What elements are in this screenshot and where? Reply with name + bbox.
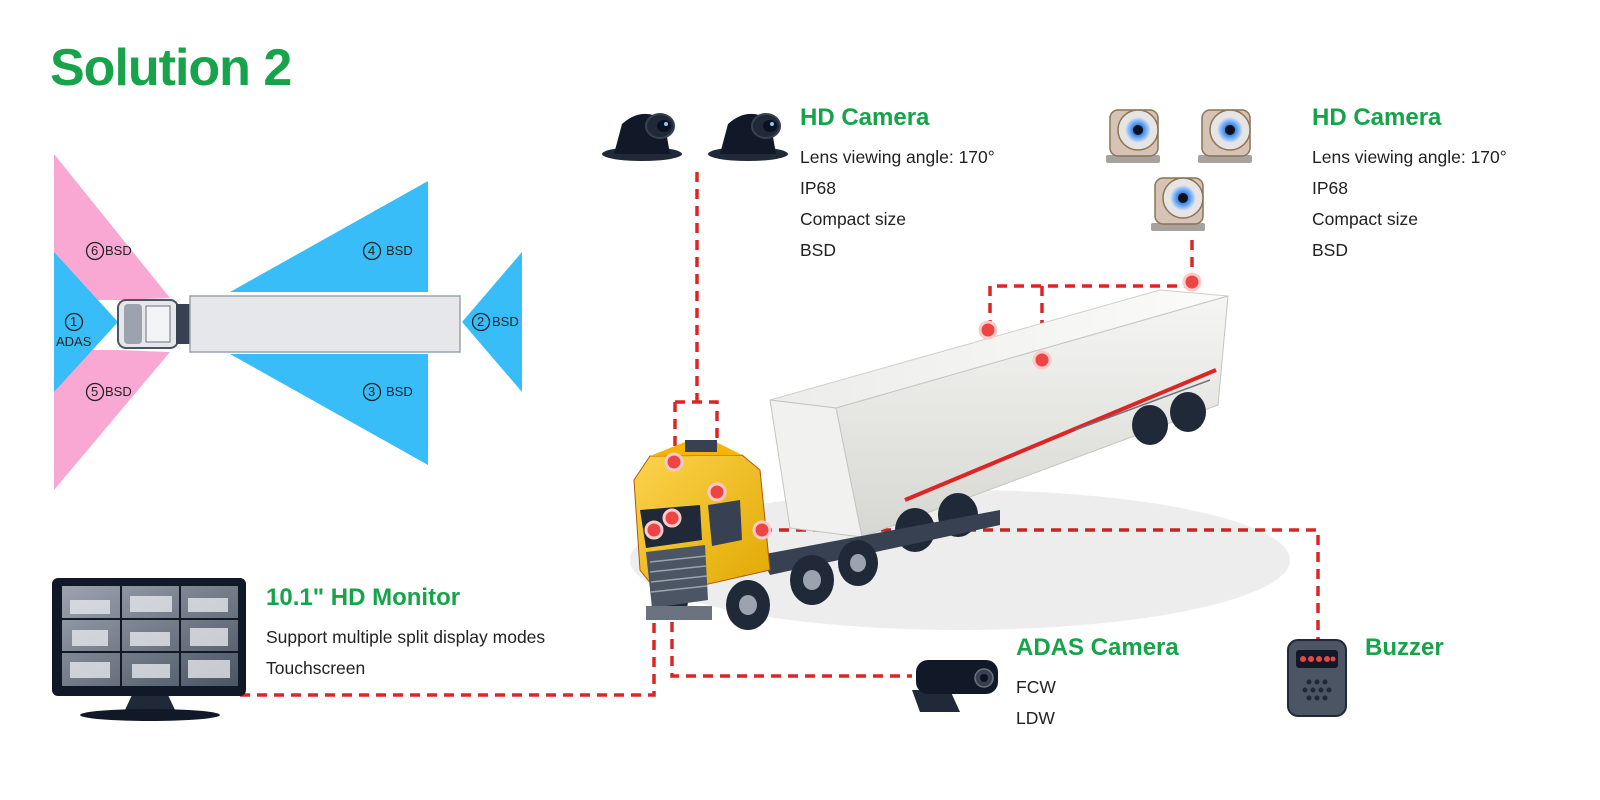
- adas-camera-icon: [912, 660, 998, 712]
- monitor-specs: Support multiple split display modes Tou…: [266, 622, 545, 684]
- spec-item: Lens viewing angle: 170°: [1312, 147, 1507, 167]
- zone-number-circles: [64, 241, 491, 402]
- zone-1-number: 1: [70, 314, 78, 329]
- spec-item: Support multiple split display modes: [266, 627, 546, 647]
- zone-4-number: 4: [368, 243, 376, 258]
- zone-3-label: BSD: [386, 384, 413, 399]
- zone-3-number: 3: [368, 384, 376, 399]
- spec-item: Compact size: [1312, 209, 1419, 229]
- zone-1-area: [54, 252, 118, 392]
- spec-item: Compact size: [800, 209, 907, 229]
- adas-camera-heading: ADAS Camera: [1016, 634, 1179, 661]
- spec-item: BSD: [800, 240, 836, 260]
- monitor-heading: 10.1" HD Monitor: [266, 584, 461, 611]
- hd-camera-2-specs: Lens viewing angle: 170° IP68 Compact si…: [1312, 142, 1507, 266]
- spec-item: BSD: [1312, 240, 1348, 260]
- zone-4-label: BSD: [386, 243, 413, 258]
- zone-5-area: [54, 350, 170, 490]
- buzzer-heading: Buzzer: [1365, 634, 1444, 661]
- monitor-info: 10.1" HD Monitor Support multiple split …: [266, 584, 545, 684]
- zone-2-area: [462, 252, 522, 392]
- box-camera-icons: [1106, 109, 1252, 231]
- adas-camera-specs: FCW LDW: [1016, 672, 1179, 734]
- hd-camera-2-info: HD Camera Lens viewing angle: 170° IP68 …: [1312, 104, 1507, 266]
- zone-6-area: [54, 154, 170, 300]
- hd-camera-1-info: HD Camera Lens viewing angle: 170° IP68 …: [800, 104, 995, 266]
- zone-3-area: [230, 354, 428, 465]
- zone-1-label: ADAS: [56, 334, 92, 349]
- zone-6-number: 6: [91, 243, 99, 258]
- zone-4-area: [230, 181, 428, 292]
- spec-item: Touchscreen: [266, 658, 366, 678]
- hd-camera-2-heading: HD Camera: [1312, 104, 1442, 131]
- spec-item: IP68: [800, 178, 836, 198]
- zone-2-number: 2: [477, 314, 485, 329]
- monitor-icon: [52, 578, 246, 721]
- wiring-lines: [240, 172, 1320, 697]
- camera-mount-dots: [644, 272, 1202, 540]
- coverage-diagram: [54, 154, 522, 490]
- adas-camera-info: ADAS Camera FCW LDW: [1016, 634, 1179, 734]
- spec-item: IP68: [1312, 178, 1348, 198]
- zone-5-label: BSD: [105, 384, 132, 399]
- page-title: Solution 2: [50, 39, 292, 97]
- zone-5-number: 5: [91, 384, 99, 399]
- buzzer-icon: [1287, 639, 1347, 717]
- zone-6-label: BSD: [105, 243, 132, 258]
- dome-camera-icons: [602, 113, 788, 161]
- spec-item: Lens viewing angle: 170°: [800, 147, 995, 167]
- truck-illustration: [630, 289, 1290, 630]
- spec-item: LDW: [1016, 708, 1055, 728]
- spec-item: FCW: [1016, 677, 1056, 697]
- hd-camera-1-heading: HD Camera: [800, 104, 930, 131]
- hd-camera-1-specs: Lens viewing angle: 170° IP68 Compact si…: [800, 142, 995, 266]
- truck-top-view: [117, 295, 461, 353]
- zone-2-label: BSD: [492, 314, 519, 329]
